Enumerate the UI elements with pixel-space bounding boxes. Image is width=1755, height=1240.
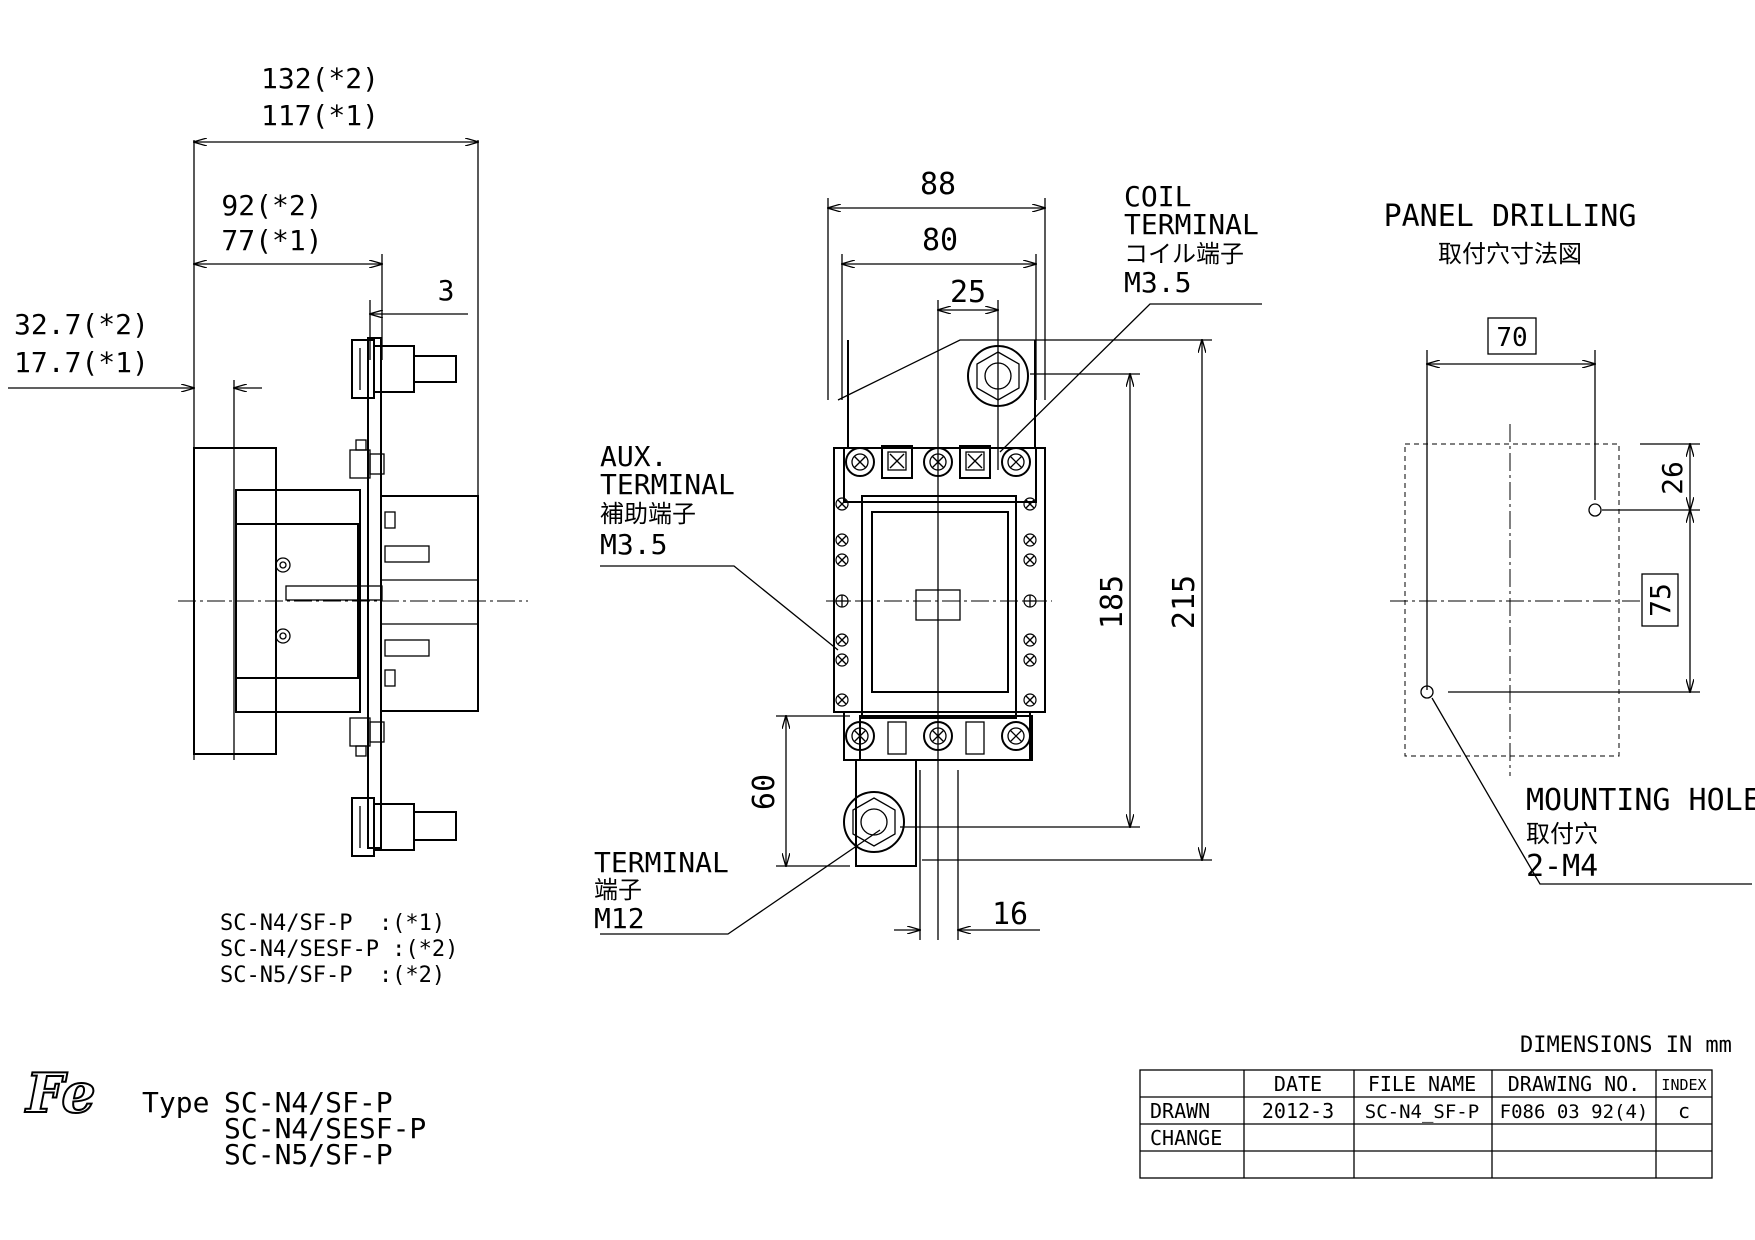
side-dim-offset-2: 32.7(*2) xyxy=(14,308,149,341)
drilling-dim-70: 70 xyxy=(1496,323,1527,353)
side-dim-offset-1: 17.7(*1) xyxy=(14,346,149,379)
front-dim-185: 185 xyxy=(1095,575,1130,629)
contactor-outline xyxy=(1404,443,1620,757)
svg-text:TERMINAL: TERMINAL xyxy=(600,468,735,501)
drilling-dim-75: 75 xyxy=(1644,583,1677,617)
th-date: DATE xyxy=(1274,1072,1322,1096)
svg-text:M12: M12 xyxy=(594,902,645,935)
mounting-leader xyxy=(1431,697,1752,885)
type-model-1: SC-N4/SF-P xyxy=(224,1086,393,1119)
model-notes: SC-N4/SF-P :(*1) SC-N4/SESF-P :(*2) SC-N… xyxy=(220,911,458,988)
svg-text:M3.5: M3.5 xyxy=(1124,266,1191,299)
svg-text:端子: 端子 xyxy=(594,876,642,904)
aux-terminal-label: AUX. TERMINAL 補助端子 M3.5 xyxy=(600,440,735,561)
svg-text:補助端子: 補助端子 xyxy=(600,500,696,528)
main-m12-terminals xyxy=(843,345,1029,853)
svg-text:TERMINAL: TERMINAL xyxy=(594,846,729,879)
front-dim-25: 25 xyxy=(950,275,986,310)
main-terminal-screws-bottom xyxy=(845,721,1031,755)
front-dim-60: 60 xyxy=(747,774,782,810)
front-dim-88: 88 xyxy=(920,167,956,202)
row-drawn-index: c xyxy=(1678,1099,1690,1123)
type-model-3: SC-N5/SF-P xyxy=(224,1138,393,1171)
type-model-2: SC-N4/SESF-P xyxy=(224,1112,426,1145)
main-terminal-label: TERMINAL 端子 M12 xyxy=(594,846,729,935)
th-index: INDEX xyxy=(1661,1076,1706,1094)
svg-text:2-M4: 2-M4 xyxy=(1526,849,1598,884)
svg-text:Fe: Fe xyxy=(24,1061,96,1125)
svg-text:TERMINAL: TERMINAL xyxy=(1124,208,1259,241)
row-drawn-date: 2012-3 xyxy=(1262,1099,1334,1123)
svg-text:SC-N4/SESF-P :(*2): SC-N4/SESF-P :(*2) xyxy=(220,937,458,962)
mounting-hole-top xyxy=(1588,503,1602,517)
main-leader xyxy=(600,829,881,935)
svg-text:AUX.: AUX. xyxy=(600,440,667,473)
side-dim-total-1: 117(*1) xyxy=(261,99,379,132)
row-drawn-number: F086 03 92(4) xyxy=(1500,1101,1649,1123)
drilling-dim-26: 26 xyxy=(1656,461,1689,495)
main-terminal-screws-top xyxy=(845,447,1031,477)
side-view: 132(*2) 117(*1) 92(*2) 77(*1) 3 32.7(*2)… xyxy=(8,62,528,857)
mounting-hole-label: MOUNTING HOLE 取付穴 2-M4 xyxy=(1526,783,1755,884)
side-dim-total-2: 132(*2) xyxy=(261,62,379,95)
svg-text:COIL: COIL xyxy=(1124,180,1191,213)
type-block: Type SC-N4/SF-P SC-N4/SESF-P SC-N5/SF-P xyxy=(142,1086,426,1171)
svg-text:コイル端子: コイル端子 xyxy=(1124,240,1244,268)
coil-terminal-blocks xyxy=(881,445,991,479)
front-dim-215: 215 xyxy=(1167,575,1202,629)
svg-text:MOUNTING HOLE: MOUNTING HOLE xyxy=(1526,783,1755,818)
svg-text:SC-N4/SF-P :(*1): SC-N4/SF-P :(*1) xyxy=(220,911,445,936)
row-change-label: CHANGE xyxy=(1150,1126,1222,1150)
contactor-side-body xyxy=(193,337,479,857)
front-view: 88 80 25 16 185 215 60 xyxy=(594,167,1262,940)
type-prefix: Type xyxy=(142,1086,209,1119)
aux-terminal-screws xyxy=(835,497,1037,707)
coil-leader xyxy=(999,303,1262,453)
th-file-name: FILE NAME xyxy=(1368,1072,1476,1096)
th-drawing-no: DRAWING NO. xyxy=(1508,1072,1640,1096)
mounting-hole-bottom xyxy=(1420,685,1434,699)
svg-text:SC-N5/SF-P :(*2): SC-N5/SF-P :(*2) xyxy=(220,963,445,988)
units-note: DIMENSIONS IN mm xyxy=(1520,1033,1732,1058)
row-drawn-label: DRAWN xyxy=(1150,1099,1210,1123)
coil-terminal-label: COIL TERMINAL コイル端子 M3.5 xyxy=(1124,180,1259,299)
svg-text:取付穴: 取付穴 xyxy=(1526,820,1598,848)
front-dim-80: 80 xyxy=(922,223,958,258)
side-dim-plate: 3 xyxy=(438,274,455,307)
contactor-front-body xyxy=(833,340,1046,867)
drilling-title: PANEL DRILLING xyxy=(1384,199,1637,234)
row-drawn-file: SC-N4_SF-P xyxy=(1365,1101,1479,1123)
side-dim-mid-1: 77(*1) xyxy=(221,224,322,257)
aux-leader xyxy=(600,565,839,651)
title-block-table: DATE FILE NAME DRAWING NO. INDEX DRAWN 2… xyxy=(1139,1069,1713,1179)
fe-logo: Fe xyxy=(23,1060,97,1126)
front-dim-16: 16 xyxy=(992,897,1028,932)
side-dim-mid-2: 92(*2) xyxy=(221,189,322,222)
svg-text:M3.5: M3.5 xyxy=(600,528,667,561)
panel-drilling: PANEL DRILLING 取付穴寸法図 70 26 75 MOUNTING … xyxy=(1384,199,1755,885)
drilling-title-jp: 取付穴寸法図 xyxy=(1438,240,1582,268)
coil-body-leader xyxy=(837,339,1045,401)
